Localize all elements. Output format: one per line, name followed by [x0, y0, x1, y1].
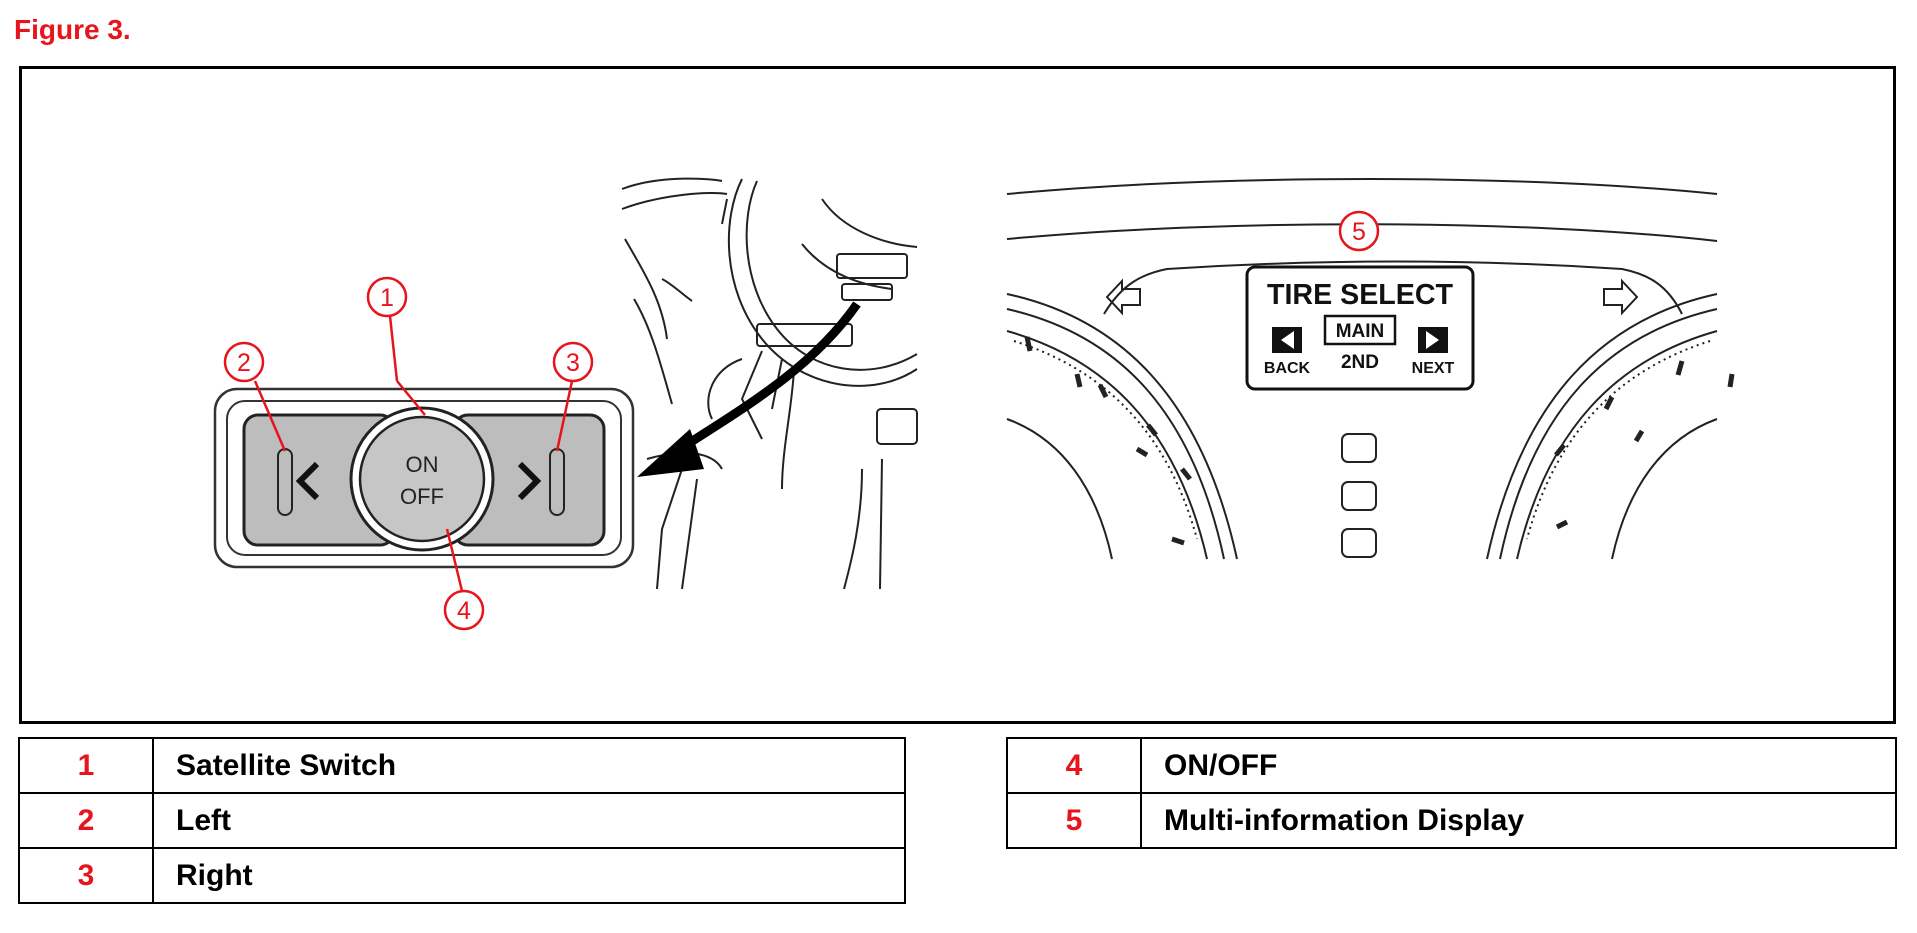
legend-table-right: 4 ON/OFF 5 Multi-information Display — [1006, 737, 1897, 849]
display-next-label: NEXT — [1412, 360, 1455, 377]
callout-5: 5 — [1338, 210, 1380, 252]
chevron-right-icon — [517, 461, 542, 501]
off-label: OFF — [400, 484, 444, 509]
chevron-left-icon — [295, 461, 320, 501]
display-back-label: BACK — [1264, 360, 1311, 377]
callout-5-label: 5 — [1352, 218, 1366, 246]
callout-4-label: 4 — [457, 597, 471, 625]
legend-label: Left — [152, 792, 906, 849]
display-main-label: MAIN — [1336, 321, 1385, 342]
legend-label: Multi-information Display — [1140, 792, 1897, 849]
legend-label: Right — [152, 847, 906, 904]
on-off-button[interactable]: ON OFF — [349, 406, 495, 552]
instrument-cluster — [1006, 178, 1735, 560]
display-title: TIRE SELECT — [1267, 279, 1453, 311]
satellite-switch: ON OFF — [213, 387, 635, 569]
figure-title: Figure 3. — [14, 14, 131, 45]
next-control: NEXT — [1412, 327, 1455, 377]
right-button[interactable] — [452, 413, 606, 547]
legend-number: 4 — [1006, 737, 1142, 794]
legend-number: 5 — [1006, 792, 1142, 849]
callout-4: 4 — [443, 589, 485, 631]
arrow-left-icon — [1105, 278, 1141, 316]
callout-2-label: 2 — [237, 349, 251, 377]
callout-1: 1 — [366, 276, 408, 382]
on-label: ON — [406, 452, 439, 477]
legend-label: ON/OFF — [1140, 737, 1897, 794]
callout-2: 2 — [223, 341, 265, 383]
multi-information-display: TIRE SELECT MAIN 2ND BACK NEXT — [1245, 265, 1475, 391]
callout-1-label: 1 — [380, 284, 394, 312]
triangle-left-icon — [1281, 331, 1294, 349]
legend-number: 3 — [18, 847, 154, 904]
legend-label: Satellite Switch — [152, 737, 906, 794]
callout-3-label: 3 — [566, 349, 580, 377]
display-second-label: 2ND — [1341, 352, 1379, 373]
steering-wheel-sketch — [621, 177, 918, 590]
legend-number: 2 — [18, 792, 154, 849]
table-row: 4 ON/OFF — [1006, 737, 1897, 794]
back-control: BACK — [1264, 327, 1311, 377]
arrow-right-icon — [1603, 278, 1639, 316]
table-row: 2 Left — [18, 792, 906, 849]
figure-frame: ON OFF 1 2 3 4 — [19, 66, 1896, 724]
legend-number: 1 — [18, 737, 154, 794]
diagram-canvas: ON OFF 1 2 3 4 — [213, 177, 1735, 631]
table-row: 1 Satellite Switch — [18, 737, 906, 794]
pointer-arrow — [637, 301, 861, 477]
table-row: 5 Multi-information Display — [1006, 792, 1897, 849]
triangle-right-icon — [1426, 331, 1439, 349]
left-button[interactable] — [242, 413, 396, 547]
callout-3: 3 — [552, 341, 594, 383]
callout-lines — [253, 380, 574, 592]
table-row: 3 Right — [18, 847, 906, 904]
legend-table-left: 1 Satellite Switch 2 Left 3 Right — [18, 737, 906, 904]
